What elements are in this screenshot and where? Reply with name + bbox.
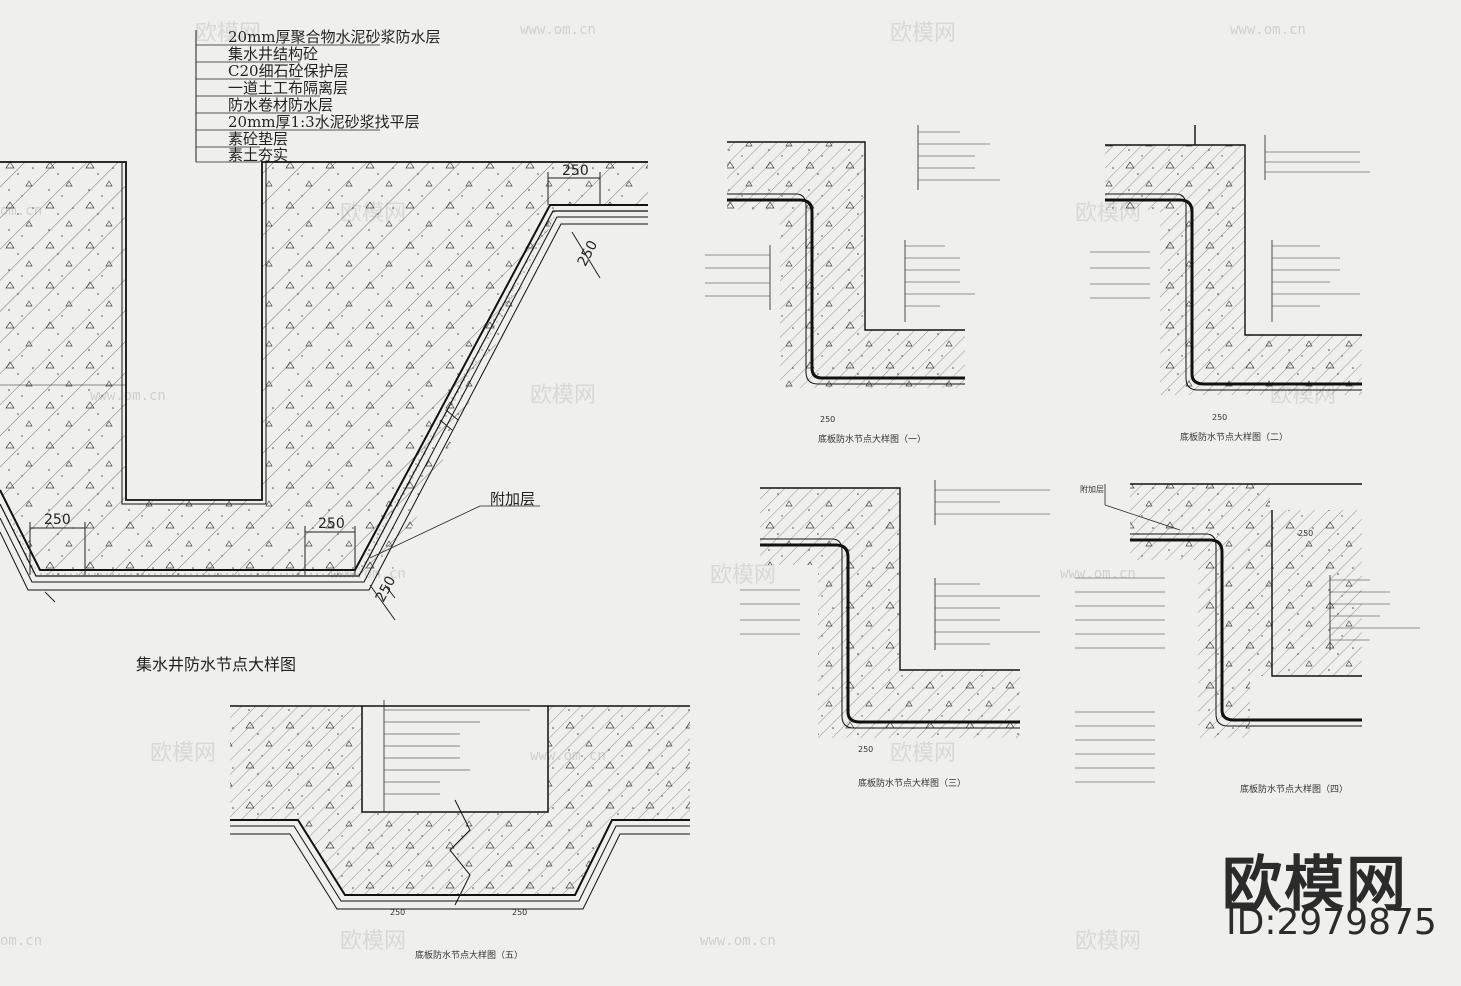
dimension-label: 250	[1212, 413, 1227, 422]
image-id: ID:2979875	[1226, 902, 1437, 943]
trench-waterproof	[230, 833, 690, 910]
trench-detail: 底板防水节点大样图（五） 250 250	[230, 700, 690, 961]
detail-aggregate	[727, 142, 965, 388]
watermark-url: om.cn	[0, 933, 42, 949]
dimension-label: 250	[318, 516, 345, 532]
brand-logo-text: 欧模网	[1222, 850, 1408, 920]
watermark-brand: 欧模网	[890, 741, 956, 766]
dimension-label: 250	[1298, 529, 1313, 538]
dimension-label: 250	[562, 163, 589, 179]
detail-outline	[760, 487, 1020, 671]
detail-outline	[1105, 144, 1362, 336]
trench-aggregate	[230, 706, 690, 895]
detail-caption: 底板防水节点大样图（一）	[818, 433, 926, 445]
layer-label: 集水井结构砼	[228, 45, 318, 63]
trench-outline	[361, 706, 549, 813]
trench-waterproof	[230, 825, 690, 902]
layer-label: 一道土工布隔离层	[228, 79, 348, 97]
waterproof-line	[727, 193, 965, 385]
drawing-title: 集水井防水节点大样图	[136, 655, 296, 674]
extra-layer-leader	[369, 505, 481, 559]
detail-caption: 底板防水节点大样图（二）	[1180, 431, 1288, 443]
layer-label-lines	[196, 44, 380, 163]
dimension-label: 250	[390, 908, 405, 917]
pit-inner-line	[121, 162, 267, 505]
detail-aggregate	[760, 488, 1020, 738]
dimension-label: 250	[44, 512, 71, 528]
watermark-url: www.om.cn	[1060, 566, 1136, 582]
dimension-label: 250	[858, 745, 873, 754]
sand-layer	[7, 209, 558, 578]
concrete-aggregate	[0, 162, 648, 575]
label-lines	[384, 709, 530, 795]
waterproof-line	[760, 538, 1020, 729]
detail-caption: 底板防水节点大样图（五）	[415, 949, 523, 961]
watermark-brand: 欧模网	[195, 21, 261, 46]
watermark-brand: 欧模网	[1075, 929, 1141, 954]
detail-aggregate	[1105, 145, 1362, 395]
pit-outline	[0, 161, 648, 501]
detail-outline	[1271, 510, 1362, 677]
detail-caption: 底板防水节点大样图（三）	[858, 777, 966, 789]
waterproof-line	[1130, 533, 1362, 727]
layer-label: C20细石砼保护层	[228, 62, 349, 80]
break-line	[449, 799, 471, 906]
detail-aggregate	[1130, 484, 1362, 738]
waterproof-line	[0, 216, 648, 583]
main-sump-detail: 20mm厚聚合物水泥砂浆防水层 集水井结构砼 C20细石砼保护层 一道土工布隔离…	[0, 28, 648, 674]
layer-labels: 20mm厚聚合物水泥砂浆防水层 集水井结构砼 C20细石砼保护层 一道土工布隔离…	[228, 28, 441, 164]
watermark-brand: 欧模网	[340, 929, 406, 954]
detail-c: 250 底板防水节点大样图（三）	[740, 480, 1050, 789]
watermark-brand: 欧模网	[710, 563, 776, 588]
leader-line	[1104, 504, 1181, 531]
label-lines	[740, 489, 1050, 645]
extra-layer-label: 附加层	[490, 490, 535, 508]
detail-outline	[727, 141, 965, 331]
label-lines	[705, 131, 1000, 307]
waterproof-line	[0, 223, 648, 591]
dimension-label: 250	[512, 908, 527, 917]
dimension-label: 250	[820, 415, 835, 424]
detail-caption: 底板防水节点大样图（四）	[1240, 783, 1348, 795]
detail-b: 250 底板防水节点大样图（二）	[1090, 125, 1370, 443]
soil-marks	[44, 409, 459, 603]
waterproof-line	[1105, 193, 1362, 391]
layer-label: 素砼垫层	[228, 130, 288, 148]
watermark-brand: 欧模网	[890, 21, 956, 46]
watermark-url: www.om.cn	[1230, 22, 1306, 38]
layer-label: 素土夯实	[228, 146, 288, 164]
label-lines	[1090, 151, 1370, 307]
extra-layer-label: 附加层	[1080, 484, 1104, 494]
watermark-brand: 欧模网	[150, 741, 216, 766]
layer-label: 20mm厚聚合物水泥砂浆防水层	[228, 28, 441, 46]
watermark-brand: 欧模网	[530, 383, 596, 408]
layer-label: 20mm厚1:3水泥砂浆找平层	[228, 113, 420, 131]
detail-d: 附加层 250 底板防水节点大样图（四）	[1075, 483, 1420, 795]
dimension-lines	[29, 172, 601, 621]
watermark-url: www.om.cn	[520, 22, 596, 38]
layer-label: 防水卷材防水层	[228, 96, 333, 114]
label-lines	[1075, 577, 1420, 783]
watermark-url: www.om.cn	[700, 933, 776, 949]
detail-a: 250 底板防水节点大样图（一）	[705, 125, 1000, 445]
